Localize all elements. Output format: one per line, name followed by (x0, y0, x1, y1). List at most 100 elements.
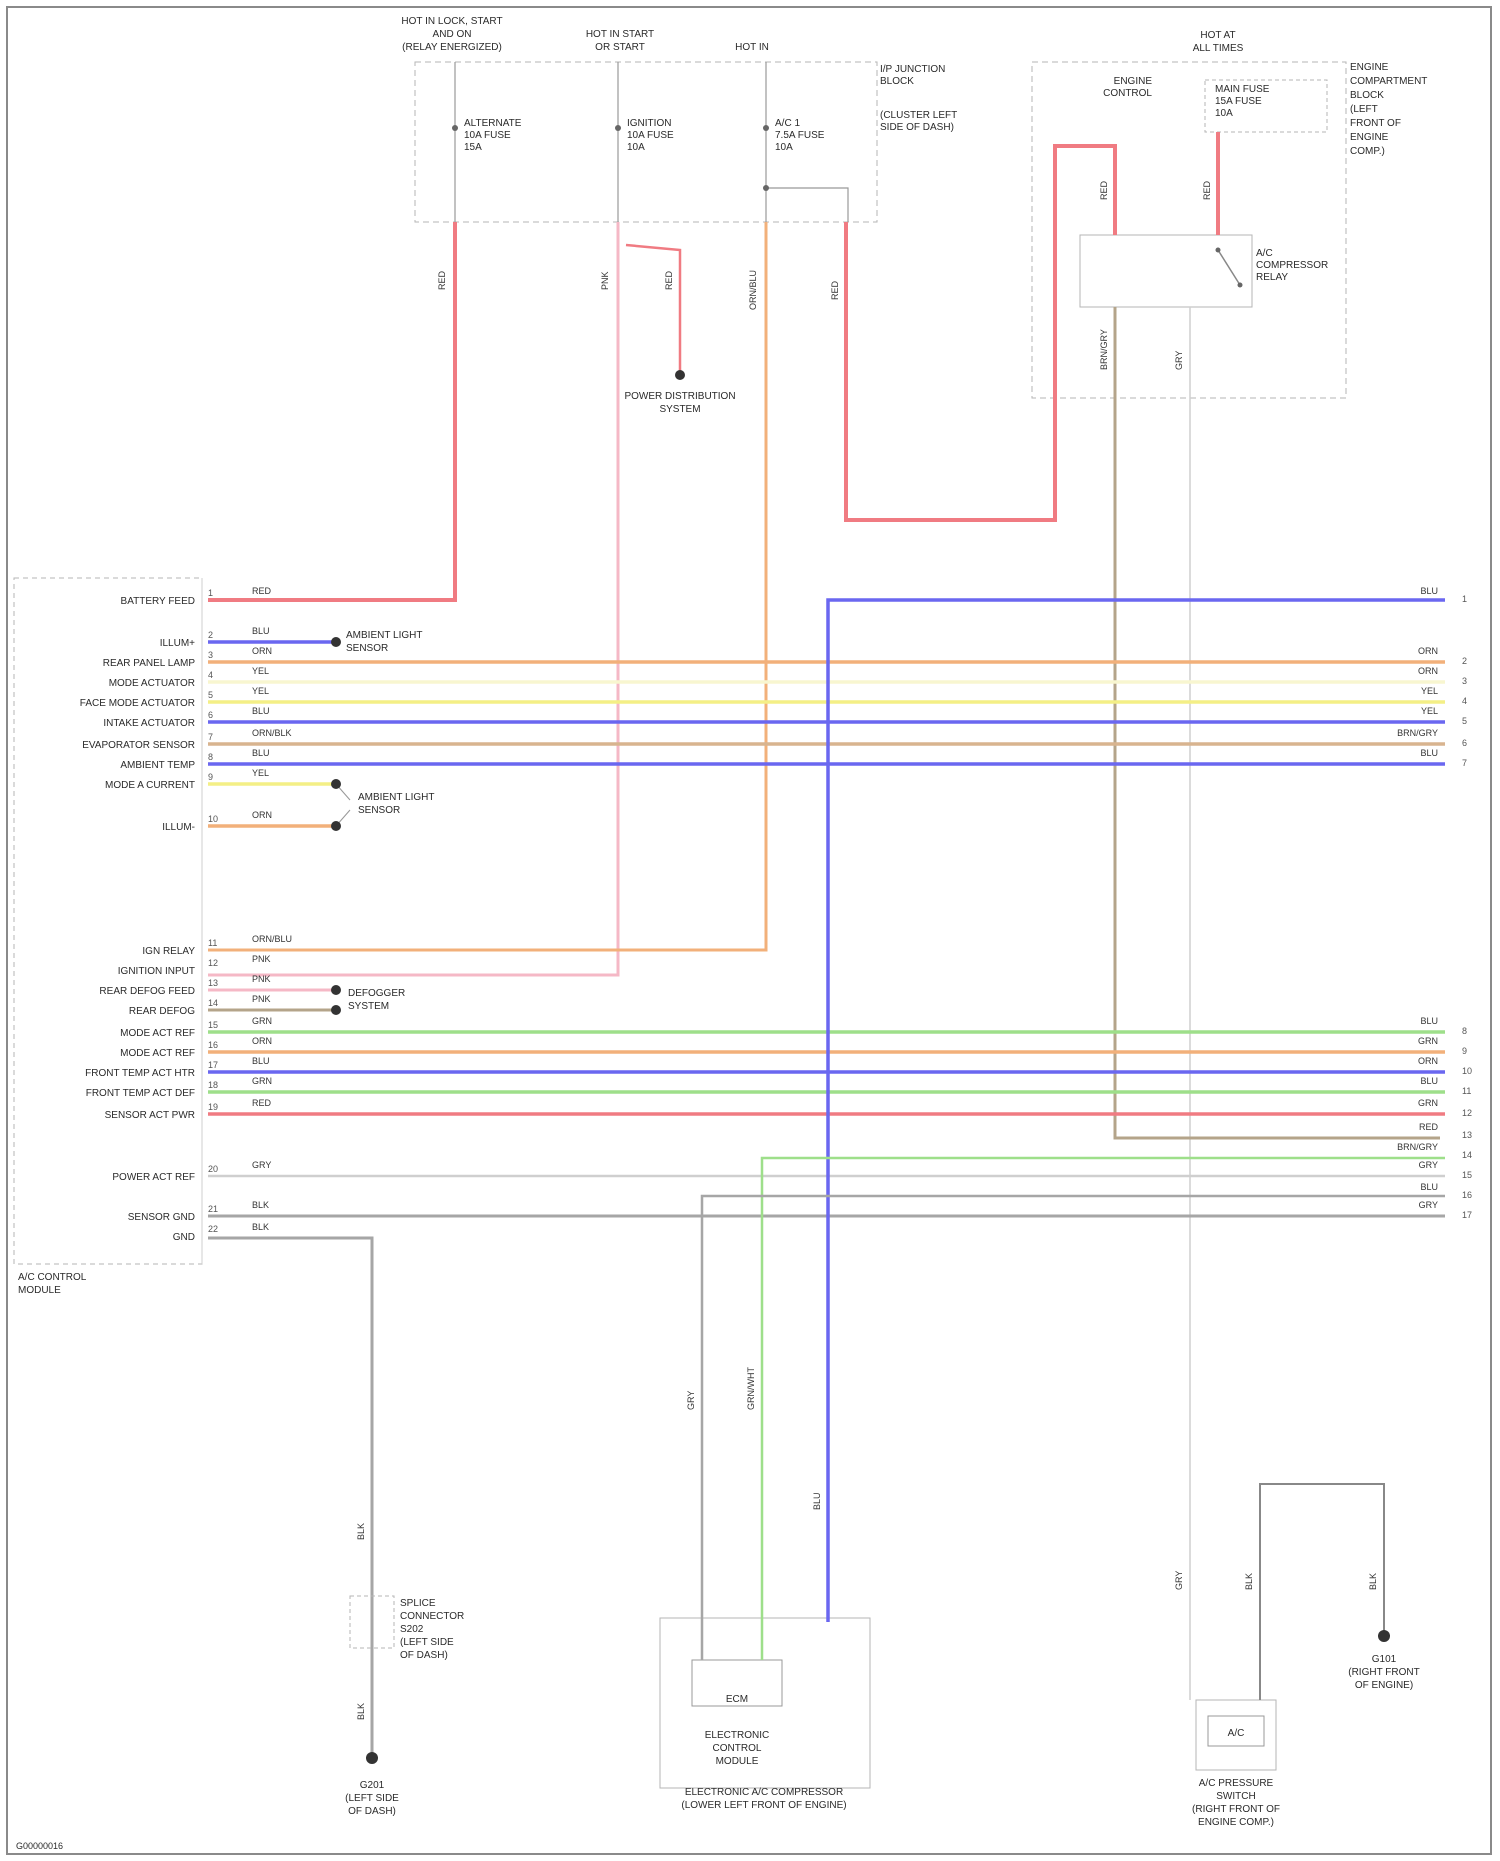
pin-label: FRONT TEMP ACT DEF (86, 1088, 195, 1099)
relay-label: ENGINE CONTROL (1103, 76, 1152, 99)
pin-label: GND (173, 1232, 195, 1243)
svg-text:10: 10 (1462, 1066, 1472, 1076)
svg-text:(LEFT: (LEFT (1350, 104, 1378, 115)
svg-text:BLK: BLK (356, 1523, 366, 1540)
fuse3-symbol (763, 125, 769, 131)
svg-text:3: 3 (1462, 676, 1467, 686)
svg-text:RELAY: RELAY (1256, 272, 1288, 283)
svg-text:16: 16 (208, 1040, 218, 1050)
svg-text:ORN: ORN (1418, 666, 1438, 676)
svg-text:GRY: GRY (252, 1160, 271, 1170)
module-pin-labels: BATTERY FEED ILLUM+ REAR PANEL LAMP MODE… (80, 596, 196, 1243)
pin-label: IGN RELAY (142, 946, 195, 957)
svg-text:BLU: BLU (812, 1492, 822, 1510)
svg-text:6: 6 (208, 710, 213, 720)
ac1-feed-wire (208, 222, 766, 950)
svg-text:5: 5 (208, 690, 213, 700)
svg-text:BRN/GRY: BRN/GRY (1397, 728, 1438, 738)
svg-text:10: 10 (208, 814, 218, 824)
svg-text:8: 8 (1462, 1026, 1467, 1036)
svg-text:1: 1 (208, 588, 213, 598)
svg-text:6: 6 (1462, 738, 1467, 748)
ip-junction-block (415, 62, 877, 222)
svg-text:A/C PRESSURE: A/C PRESSURE (1199, 1778, 1274, 1789)
hot-all-label: HOT IN LOCK, START AND ON (RELAY ENERGIZ… (401, 16, 502, 53)
svg-text:HOT AT: HOT AT (1200, 30, 1235, 41)
ecm-sub-label: ELECTRONIC A/C COMPRESSOR (LOWER LEFT FR… (681, 1787, 846, 1811)
hot-start-line-2: OR START (595, 42, 645, 53)
svg-text:14: 14 (208, 998, 218, 1008)
battery-feed-wire (208, 222, 455, 600)
svg-text:RED: RED (252, 1098, 272, 1108)
svg-text:GRN: GRN (252, 1016, 272, 1026)
svg-text:4: 4 (1462, 696, 1467, 706)
svg-text:5: 5 (1462, 716, 1467, 726)
svg-text:2: 2 (208, 630, 213, 640)
hot-at-all-label: HOT AT ALL TIMES (1193, 30, 1244, 54)
hot-all-line-2: AND ON (433, 29, 472, 40)
svg-text:YEL: YEL (252, 686, 269, 696)
svg-text:CONTROL: CONTROL (713, 1743, 762, 1754)
svg-text:BLU: BLU (1420, 748, 1438, 758)
svg-text:GRY: GRY (1419, 1160, 1438, 1170)
svg-text:BLU: BLU (1420, 586, 1438, 596)
svg-text:BLU: BLU (1420, 1076, 1438, 1086)
svg-text:GRY: GRY (1174, 351, 1184, 370)
svg-text:CONTROL: CONTROL (1103, 88, 1152, 99)
svg-text:ORN/BLU: ORN/BLU (252, 934, 292, 944)
svg-text:BLK: BLK (1244, 1573, 1254, 1590)
svg-text:I/P JUNCTION: I/P JUNCTION (880, 64, 945, 75)
svg-text:10A: 10A (1215, 108, 1233, 119)
svg-text:ORN: ORN (252, 810, 272, 820)
svg-text:(CLUSTER LEFT: (CLUSTER LEFT (880, 110, 957, 121)
svg-text:BLU: BLU (1420, 1016, 1438, 1026)
svg-text:A/C CONTROL: A/C CONTROL (18, 1272, 87, 1283)
splice-label: SPLICE CONNECTOR S202 (LEFT SIDE OF DASH… (400, 1598, 464, 1661)
svg-text:ELECTRONIC: ELECTRONIC (705, 1730, 769, 1741)
svg-text:AMBIENT LIGHT: AMBIENT LIGHT (346, 630, 423, 641)
svg-text:16: 16 (1462, 1190, 1472, 1200)
ambient-splice-3 (331, 821, 341, 831)
svg-text:RED: RED (1099, 180, 1109, 200)
svg-text:A/C: A/C (1256, 248, 1273, 259)
svg-text:18: 18 (208, 1080, 218, 1090)
hot-all-line-1: HOT IN LOCK, START (401, 16, 502, 27)
svg-text:SPLICE: SPLICE (400, 1598, 436, 1609)
svg-text:13: 13 (1462, 1130, 1472, 1140)
svg-text:RED: RED (830, 280, 840, 300)
svg-text:GRN: GRN (252, 1076, 272, 1086)
svg-text:BLK: BLK (252, 1222, 269, 1232)
svg-text:BLU: BLU (252, 626, 270, 636)
pin-label: REAR DEFOG FEED (99, 986, 195, 997)
fuse1-symbol (452, 125, 458, 131)
relay-switch (1218, 250, 1240, 285)
svg-text:GRY: GRY (1419, 1200, 1438, 1210)
ambient-splice-2 (331, 779, 341, 789)
svg-text:BRN/GRY: BRN/GRY (1397, 1142, 1438, 1152)
pin-label: IGNITION INPUT (118, 966, 195, 977)
hot-all-line-3: (RELAY ENERGIZED) (402, 42, 502, 53)
blue-bus-wire (828, 600, 1445, 1590)
ground-left (366, 1752, 378, 1764)
ambient-splice-1 (331, 637, 341, 647)
svg-text:BLU: BLU (252, 748, 270, 758)
svg-text:ENGINE: ENGINE (1114, 76, 1153, 87)
svg-text:8: 8 (208, 752, 213, 762)
green-ecm-wire (762, 1158, 1445, 1590)
svg-text:OF ENGINE): OF ENGINE) (1355, 1680, 1413, 1691)
relay-feed-wire (846, 146, 1115, 520)
svg-text:11: 11 (1462, 1086, 1471, 1096)
svg-text:15A FUSE: 15A FUSE (1215, 96, 1262, 107)
svg-text:ORN: ORN (1418, 646, 1438, 656)
svg-text:17: 17 (208, 1060, 218, 1070)
svg-text:BLU: BLU (252, 1056, 270, 1066)
svg-text:20: 20 (208, 1164, 218, 1174)
svg-text:13: 13 (208, 978, 218, 988)
svg-text:ORN: ORN (252, 646, 272, 656)
svg-text:22: 22 (208, 1224, 218, 1234)
svg-text:BLOCK: BLOCK (1350, 90, 1384, 101)
power-dist-wire (626, 245, 680, 372)
svg-text:BRN/GRY: BRN/GRY (1099, 329, 1109, 370)
svg-text:SYSTEM: SYSTEM (659, 404, 700, 415)
pressure-box-label: A/C (1228, 1728, 1245, 1739)
